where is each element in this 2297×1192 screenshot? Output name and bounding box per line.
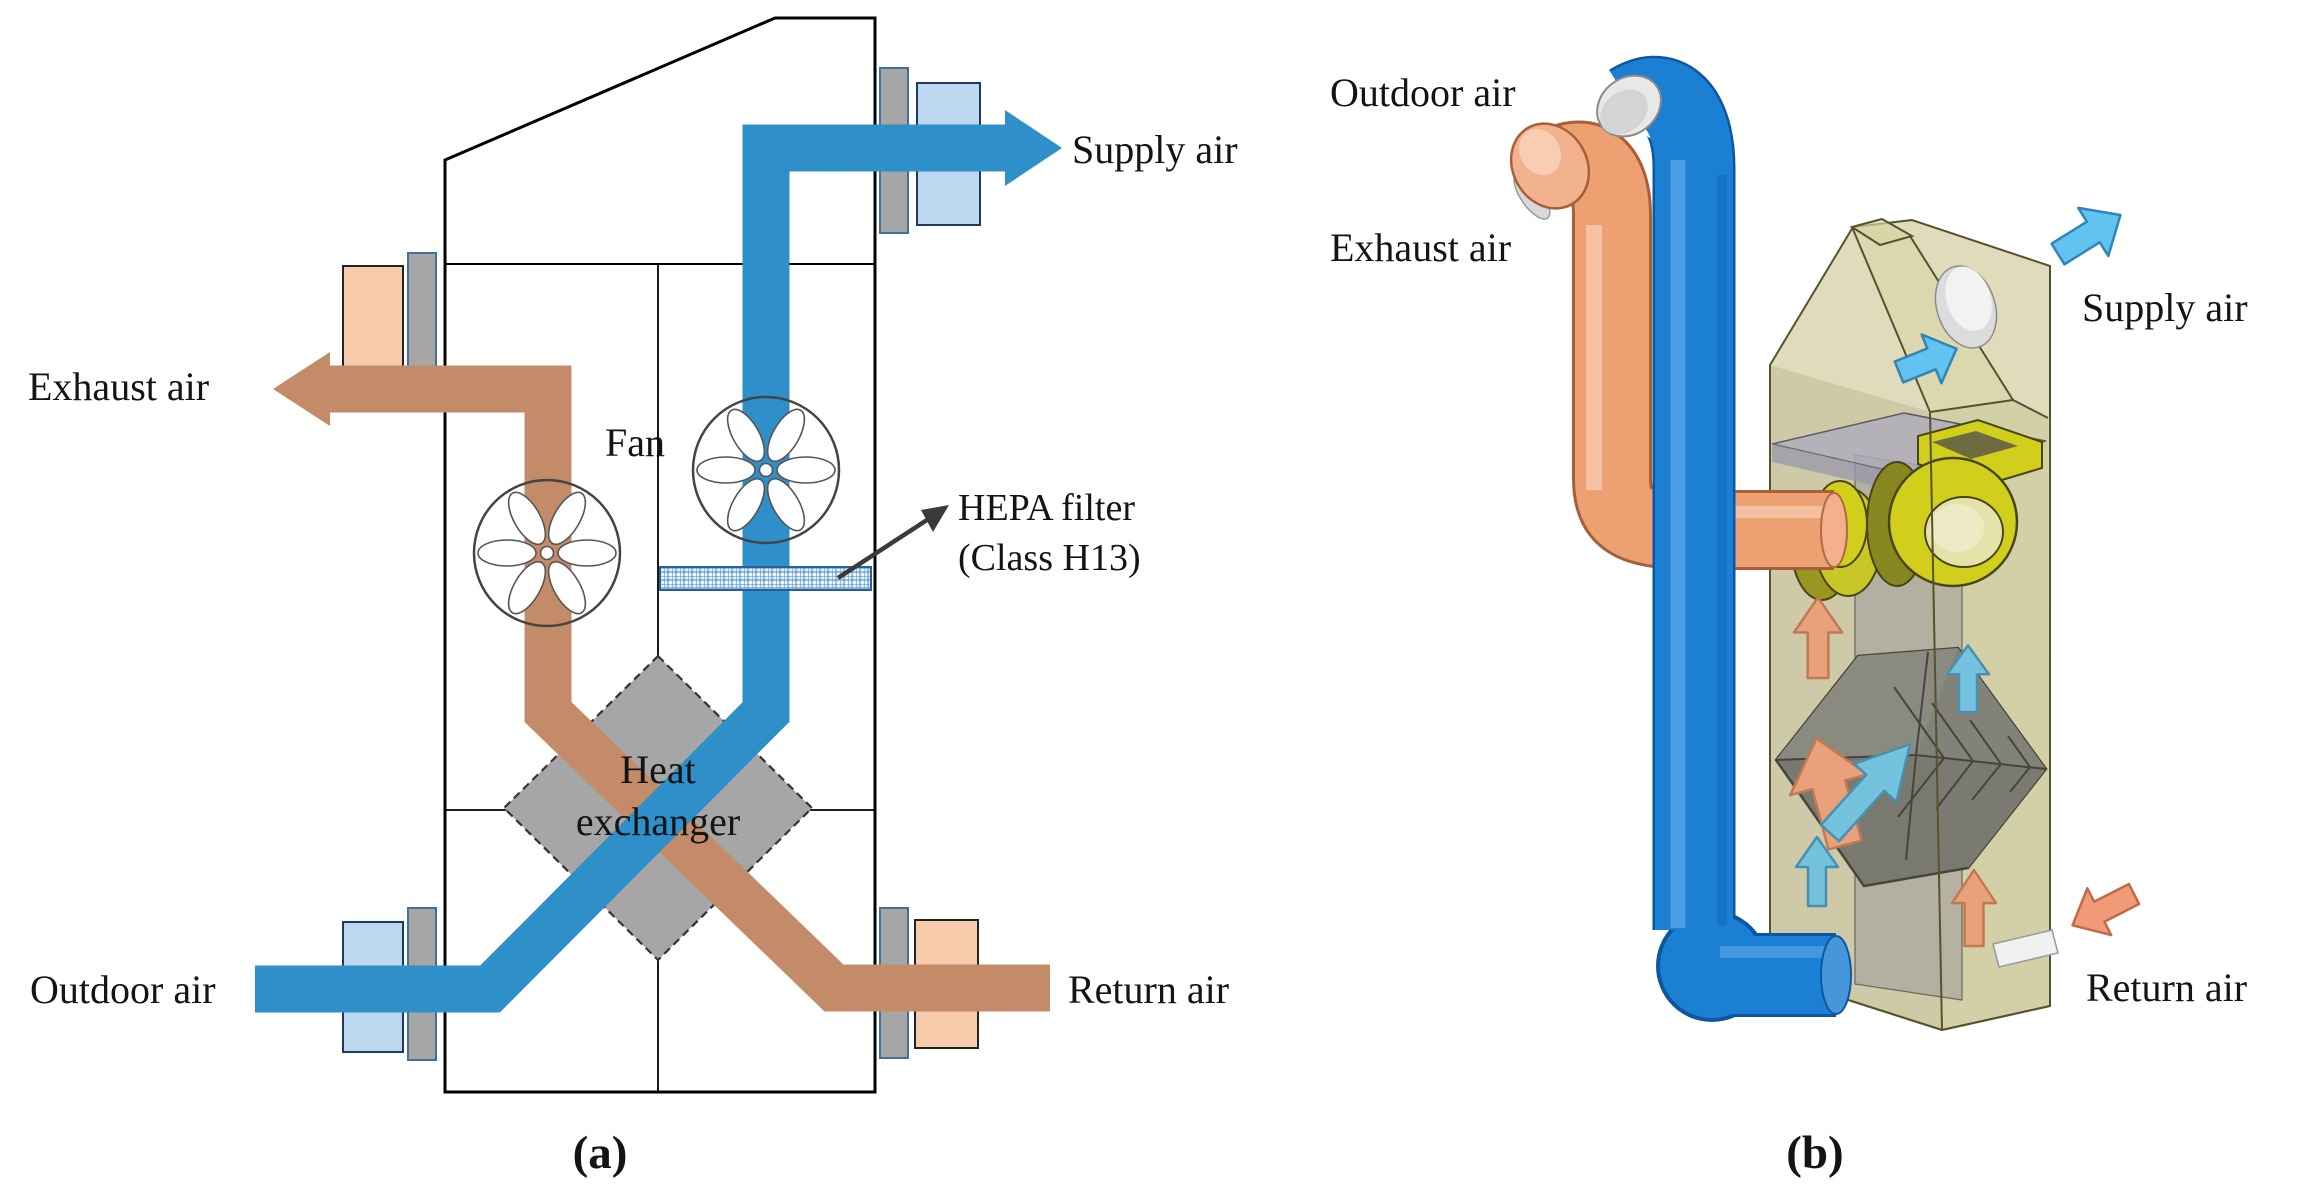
panel-a-schematic: Supply air Exhaust air Outdoor air Retur… <box>28 16 1238 1179</box>
hepa-callout-arrowhead <box>921 505 949 532</box>
outdoor-pipe-end-cap <box>1820 935 1852 1015</box>
return-grille <box>1992 929 2059 968</box>
outdoor-pipe-3d <box>1596 55 1852 1022</box>
supply-air-label-a: Supply air <box>1072 127 1238 172</box>
return-exhaust-duct <box>330 365 1050 1012</box>
panel-a-caption: (a) <box>573 1127 628 1179</box>
return-air-label-a: Return air <box>1068 967 1229 1012</box>
heat-exchanger-label-line2: exchanger <box>576 799 740 844</box>
supply-opening <box>1934 265 1998 349</box>
hepa-label-line2: (Class H13) <box>958 537 1141 579</box>
hepa-callout-line <box>836 516 932 580</box>
hepa-label-line1: HEPA filter <box>958 487 1135 529</box>
panel-b-caption: (b) <box>1786 1127 1843 1179</box>
return-air-arrow-in <box>2058 868 2148 951</box>
blower-discharge-slot <box>1932 431 2018 459</box>
heat-exchanger-label-line1: Heat <box>620 747 696 792</box>
supply-arrowhead <box>1005 110 1062 186</box>
hepa-filter-bar <box>659 566 872 591</box>
exhaust-pipe-dome-highlight <box>1518 128 1562 176</box>
exhaust-air-label-b: Exhaust air <box>1330 225 1511 270</box>
exhaust-air-label-a: Exhaust air <box>28 364 209 409</box>
supply-air-label-b: Supply air <box>2082 285 2248 330</box>
return-air-label-b: Return air <box>2086 965 2247 1010</box>
cabinet-outline <box>443 16 877 1094</box>
outdoor-air-label-b: Outdoor air <box>1330 70 1516 115</box>
outdoor-supply-duct <box>255 124 1005 1013</box>
outdoor-air-label-a: Outdoor air <box>30 967 216 1012</box>
outdoor-pipe-mouth-shade <box>1600 89 1648 135</box>
hx-top-face <box>1776 648 1958 760</box>
unit-chamfer-face <box>1852 227 2013 412</box>
hx-upper-right-face <box>1916 648 2046 769</box>
exhaust-arrowhead <box>273 352 330 426</box>
hx-plate-chevrons <box>1893 686 2032 818</box>
supply-air-arrow-out <box>2041 189 2138 280</box>
supply-blower-intake-highlight <box>1930 504 1984 552</box>
exhaust-pipe-end-cap <box>1820 492 1848 568</box>
fan-label: Fan <box>605 420 665 465</box>
unit-front-glass <box>1770 220 2050 1030</box>
unit-top-face <box>1849 217 1915 247</box>
supply-opening-inner <box>1945 266 1992 331</box>
panel-b-3d: Outdoor air Exhaust air Supply air Retur… <box>1330 55 2248 1179</box>
hx-lower-right-face <box>1916 755 2046 868</box>
